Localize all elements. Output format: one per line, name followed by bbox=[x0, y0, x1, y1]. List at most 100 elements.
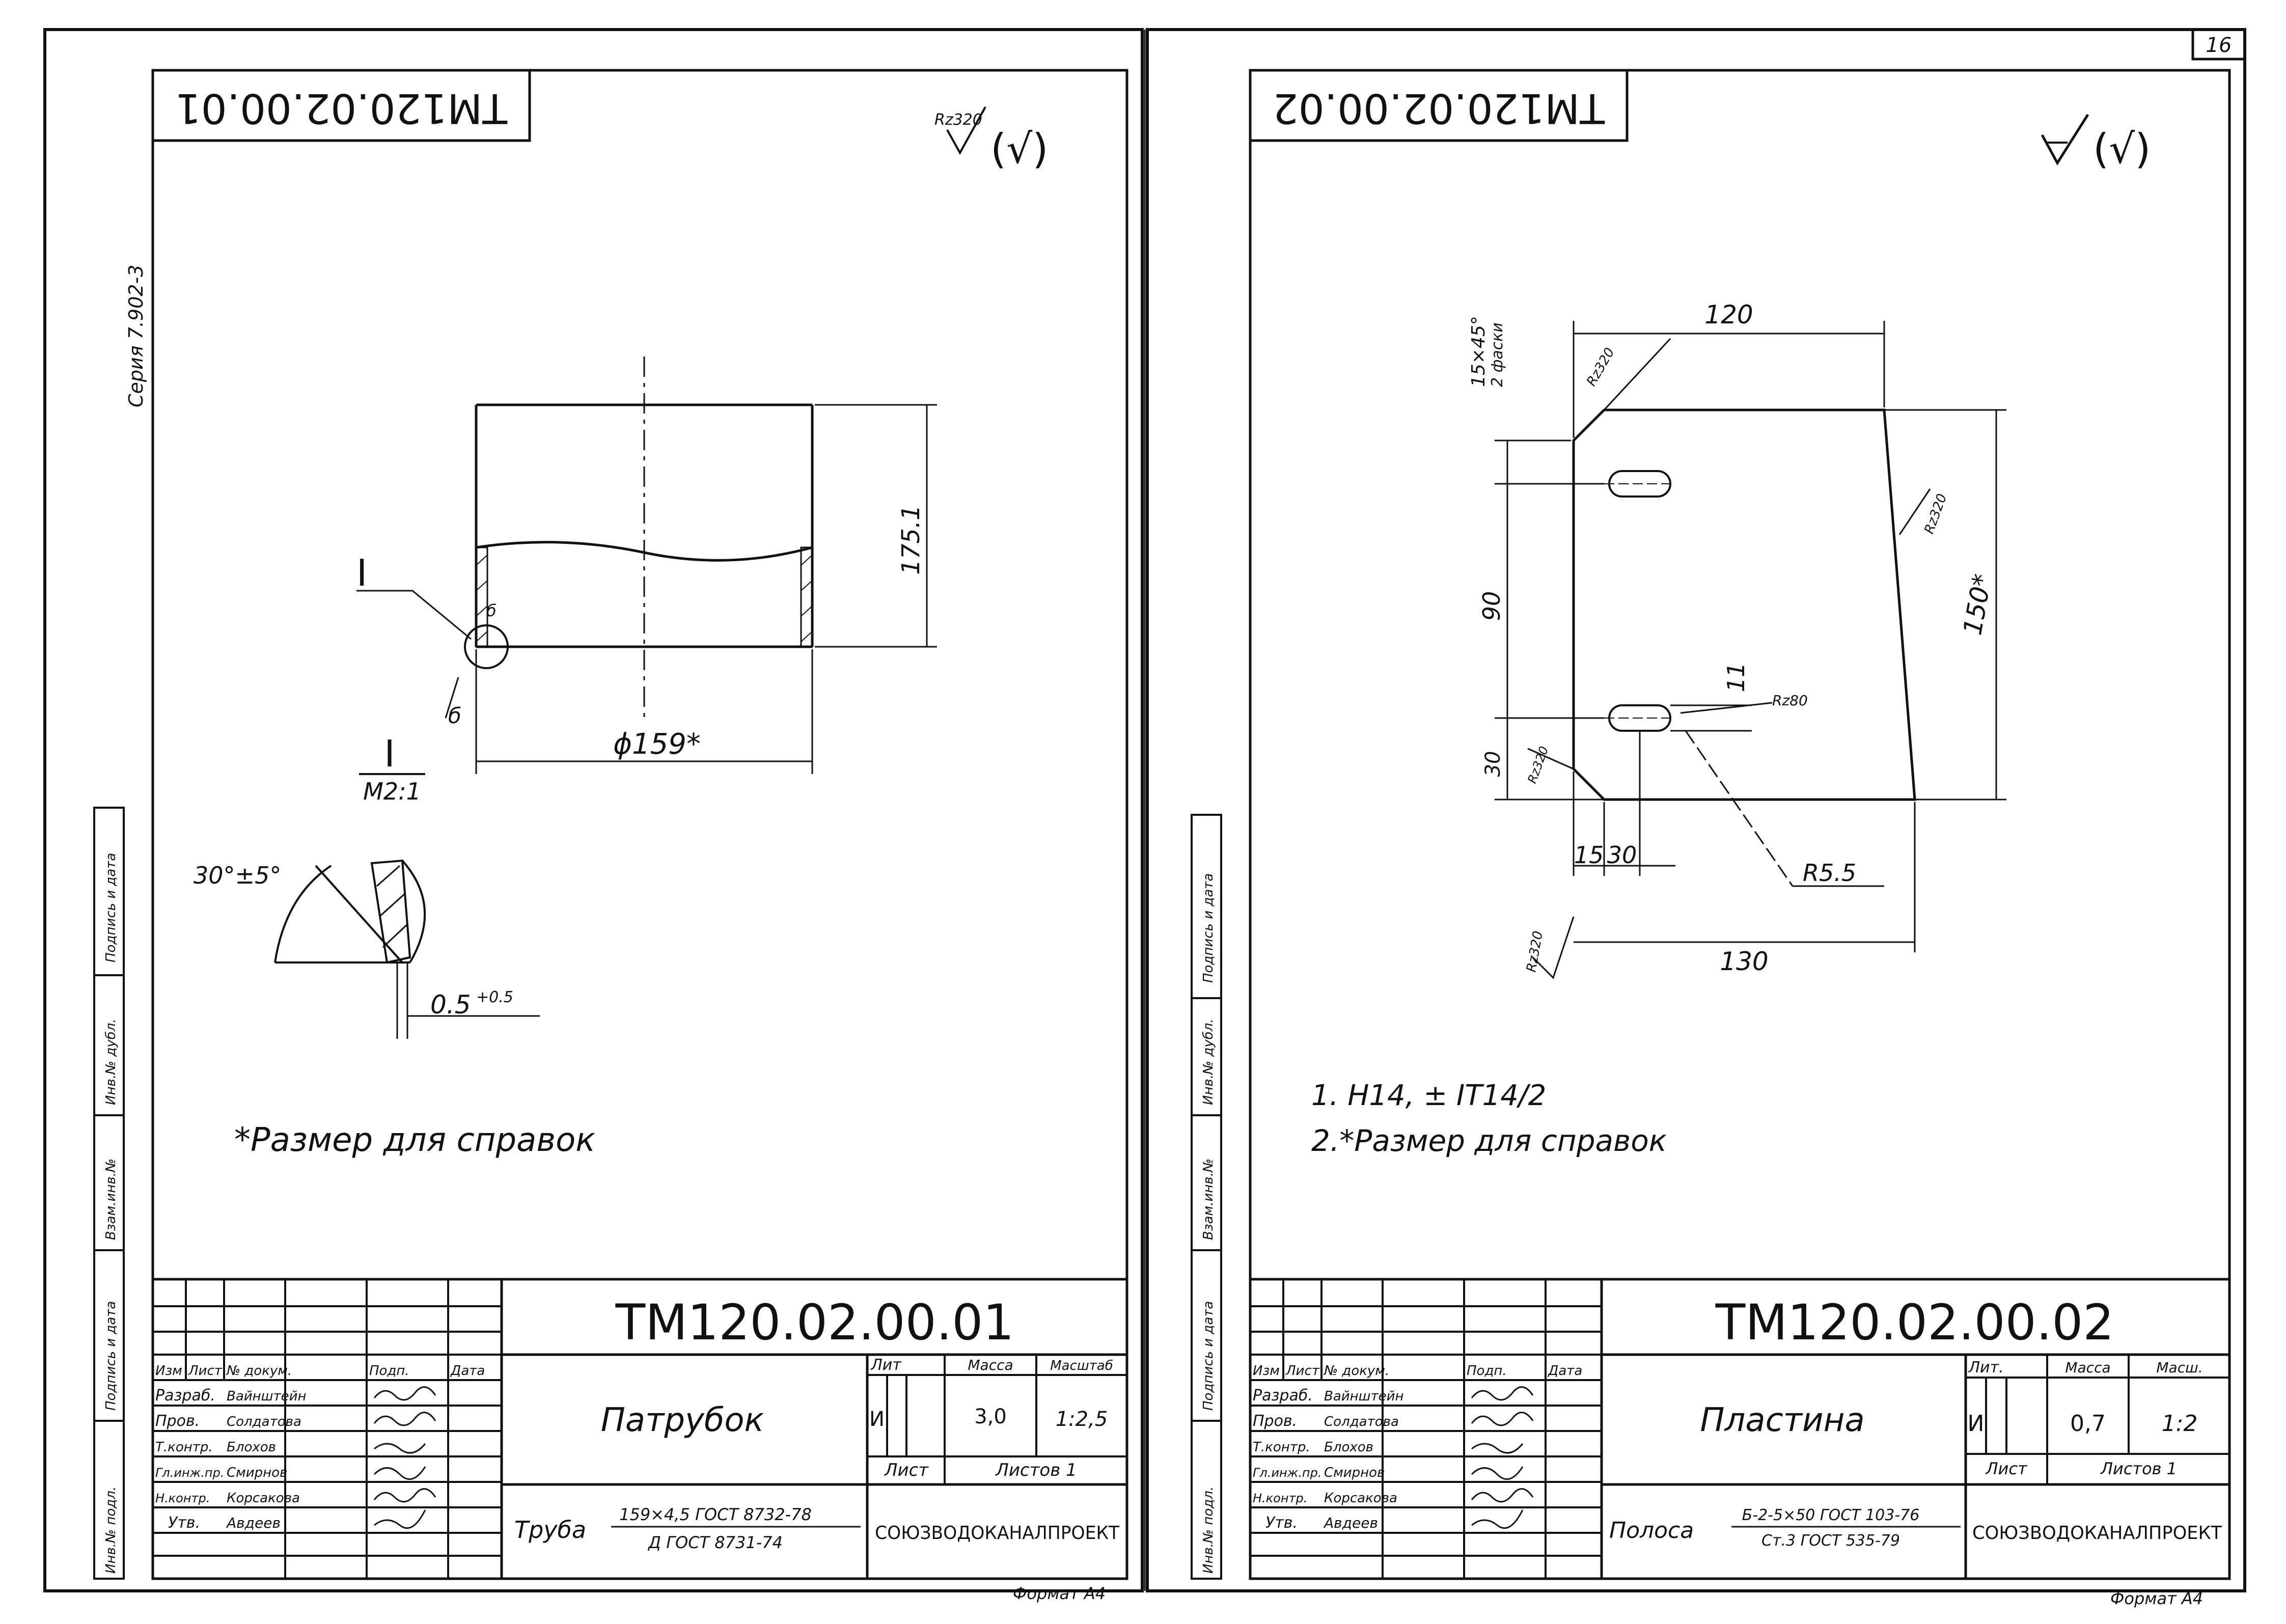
sheet-2-tb-header-doc: № докум. bbox=[1323, 1363, 1389, 1379]
sheet-1-tb-designation: ТМ120.02.00.01 bbox=[615, 1294, 1014, 1351]
sheet-1-side-label-2: Инв.№ дубл. bbox=[103, 1019, 119, 1105]
sheet-2-tb-material-bottom: Ст.3 ГОСТ 535-79 bbox=[1761, 1532, 1900, 1550]
sheet-2-side-label-3: Взам.инв.№ bbox=[1201, 1159, 1216, 1240]
sheet-2-dim-left-30: 30 bbox=[1607, 841, 1637, 869]
sheet-1-designation-stamp: ТМ120.02.00.01 bbox=[175, 85, 508, 132]
sheet-1-detail-angle: 30°±5° bbox=[194, 862, 281, 889]
sheet-2-role-3: Гл.инж.пр. bbox=[1253, 1466, 1321, 1480]
sheet-2: Подпись и дата Инв.№ дубл. Взам.инв.№ По… bbox=[1191, 69, 2231, 1608]
sheet-2-format: Формат А4 bbox=[2110, 1589, 2203, 1608]
sheet-1-side-label-3: Взам.инв.№ bbox=[103, 1159, 119, 1240]
sheet-2-dim-top-width: 120 bbox=[1704, 300, 1753, 329]
sheet-1-tb-name: Патрубок bbox=[601, 1401, 764, 1439]
sheet-2-role-2: Т.контр. bbox=[1253, 1440, 1310, 1455]
sheet-2-roughness-mark: (√) bbox=[2041, 114, 2151, 173]
sheet-2-dim-bottom-width: 130 bbox=[1720, 947, 1768, 976]
sheet-1-tb-header-izm: Изм bbox=[155, 1363, 182, 1379]
sheet-2-dim-chamfer-note: 2 фаски bbox=[1489, 322, 1506, 387]
sheet-1-detail-land-tol: +0.5 bbox=[476, 988, 513, 1006]
sheet-1-name-1: Солдатова bbox=[227, 1414, 301, 1429]
sheet-1-name-0: Вайнштейн bbox=[227, 1389, 307, 1404]
sheet-1-dim-diameter: ϕ159* bbox=[613, 728, 701, 761]
sheet-2-rough-edge: Rz320 bbox=[1921, 492, 1950, 536]
sheet-1-name-5: Авдеев bbox=[226, 1515, 281, 1531]
sheet-1-tb-org: СОЮЗВОДОКАНАЛПРОЕКТ bbox=[875, 1523, 1120, 1544]
sheet-2-tb-designation: ТМ120.02.00.02 bbox=[1715, 1294, 2114, 1351]
sheet-1-role-2: Т.контр. bbox=[155, 1440, 213, 1455]
sheet-1-tb-col-lit: Лит bbox=[870, 1356, 902, 1374]
sheet-1-tb-material-bottom: Д ГОСТ 8731-74 bbox=[647, 1533, 783, 1552]
sheet-1-note-1: *Размер для справок bbox=[234, 1121, 595, 1159]
sheet-2-tb-lit-value: И bbox=[1968, 1411, 1985, 1437]
sheet-2-name-2: Блохов bbox=[1324, 1440, 1373, 1455]
sheet-1-tb-lit-value: И bbox=[869, 1408, 885, 1431]
sheet-2-dim-slot-spacing: 90 bbox=[1478, 591, 1505, 621]
sheet-2-tb-col-lit: Лит. bbox=[1968, 1359, 2003, 1377]
sheet-2-note-1: 1. Н14, ± IT14/2 bbox=[1311, 1079, 1546, 1112]
sheet-1-detail-weld-mark: б bbox=[486, 601, 497, 620]
sheet-2-role-5: Утв. bbox=[1265, 1514, 1298, 1532]
sheet-1-tb-header-doc: № докум. bbox=[226, 1363, 292, 1379]
sheet-1: Подпись и дата Инв.№ дубл. Взам.инв.№ По… bbox=[93, 69, 1128, 1603]
sheet-1-format: Формат А4 bbox=[1013, 1584, 1106, 1603]
sheet-2-side-strip bbox=[1191, 814, 1222, 1580]
sheet-2-name-0: Вайнштейн bbox=[1324, 1389, 1404, 1404]
sheet-2-tb-col-scale: Масш. bbox=[2156, 1359, 2202, 1376]
sheet-2-title-block bbox=[1249, 1278, 2231, 1580]
sheet-2-dim-left-15: 15 bbox=[1574, 841, 1604, 869]
sheet-2-title-block-text: Изм Лист № докум. Подп. Дата Разраб. Вай… bbox=[1253, 1294, 2222, 1550]
sheet-1-title-block bbox=[151, 1278, 1128, 1580]
sheet-2-side-label-5: Инв.№ подл. bbox=[1201, 1487, 1216, 1574]
sheet-2-role-1: Пров. bbox=[1253, 1412, 1297, 1430]
sheet-2-dim-height: 150* bbox=[1958, 572, 1997, 638]
sheet-1-section-ref: I bbox=[356, 552, 367, 594]
sheet-1-side-label-1: Подпись и дата bbox=[103, 853, 119, 962]
sheet-1-pipe-drawing bbox=[356, 356, 937, 774]
sheet-1-tb-header-sign: Подп. bbox=[369, 1363, 409, 1379]
sheet-1-tb-scale-value: 1:2,5 bbox=[1056, 1408, 1108, 1431]
sheet-1-title-block-text: Изм Лист № докум. Подп. Дата Разраб. Вай… bbox=[155, 1294, 1120, 1552]
sheet-1-side-label-5: Инв.№ подл. bbox=[103, 1487, 119, 1574]
page-number-box: 16 bbox=[2191, 28, 2246, 61]
sheet-1-frame bbox=[151, 69, 1128, 1580]
sheet-1-name-3: Смирнов bbox=[227, 1465, 287, 1480]
sheet-2-tb-org: СОЮЗВОДОКАНАЛПРОЕКТ bbox=[1972, 1523, 2222, 1544]
sheet-1-role-4: Н.контр. bbox=[155, 1491, 210, 1505]
sheet-2-side-label-2: Инв.№ дубл. bbox=[1201, 1019, 1216, 1105]
sheet-2-tb-sheet-label: Лист bbox=[1985, 1459, 2027, 1478]
page-number: 16 bbox=[2206, 34, 2232, 57]
sheet-2-tb-material-prefix: Полоса bbox=[1609, 1518, 1694, 1544]
sheet-2-side-label-4: Подпись и дата bbox=[1201, 1301, 1216, 1411]
sheet-2-rough-slot: Rz80 bbox=[1772, 692, 1808, 709]
sheet-1-tb-mass-value: 3,0 bbox=[974, 1405, 1007, 1428]
sheet-2-role-0: Разраб. bbox=[1253, 1387, 1313, 1405]
sheet-1-roughness-mark: Rz320 (√) bbox=[934, 106, 1048, 173]
sheet-2-tb-scale-value: 1:2 bbox=[2162, 1411, 2198, 1437]
sheet-1-dim-height: 175.1 bbox=[897, 505, 925, 574]
sheet-1-side-label-4: Подпись и дата bbox=[103, 1301, 119, 1411]
sheet-1-tb-col-scale: Масштаб bbox=[1050, 1358, 1113, 1373]
sheet-1-tb-sheets-label: Листов 1 bbox=[995, 1460, 1077, 1480]
sheet-1-name-2: Блохов bbox=[227, 1440, 276, 1455]
sheet-2-tb-mass-value: 0,7 bbox=[2070, 1411, 2106, 1437]
sheet-2-tb-col-mass: Масса bbox=[2065, 1359, 2110, 1376]
sheet-2-tb-sheets-label: Листов 1 bbox=[2100, 1459, 2177, 1478]
sheet-2-dim-bottom-offset: 30 bbox=[1481, 751, 1505, 777]
sheet-1-role-0: Разраб. bbox=[155, 1387, 215, 1405]
sheet-2-dim-chamfer: 15×45° bbox=[1468, 316, 1489, 387]
sheet-1-tb-material-top: 159×4,5 ГОСТ 8732-78 bbox=[619, 1505, 812, 1524]
sheet-2-rough-chamfer: Rz320 bbox=[1584, 345, 1618, 389]
sheet-1-role-1: Пров. bbox=[155, 1412, 200, 1430]
sheet-2-side-label-1: Подпись и дата bbox=[1201, 873, 1216, 983]
sheet-2-tb-header-list: Лист bbox=[1285, 1363, 1320, 1379]
sheet-1-name-4: Корсакова bbox=[227, 1491, 300, 1506]
sheet-2-name-4: Корсакова bbox=[1324, 1491, 1397, 1506]
sheet-1-roughness-paren: (√) bbox=[990, 125, 1048, 173]
sheet-2-name-1: Солдатова bbox=[1324, 1414, 1399, 1429]
sheet-2-tb-material-top: Б-2-5×50 ГОСТ 103-76 bbox=[1742, 1506, 1920, 1524]
sheet-2-tb-name: Пластина bbox=[1700, 1401, 1864, 1439]
sheet-1-role-3: Гл.инж.пр. bbox=[155, 1466, 224, 1480]
sheet-1-detail-drawing bbox=[274, 859, 540, 1039]
sheet-2-designation-stamp-box bbox=[1249, 69, 1629, 142]
